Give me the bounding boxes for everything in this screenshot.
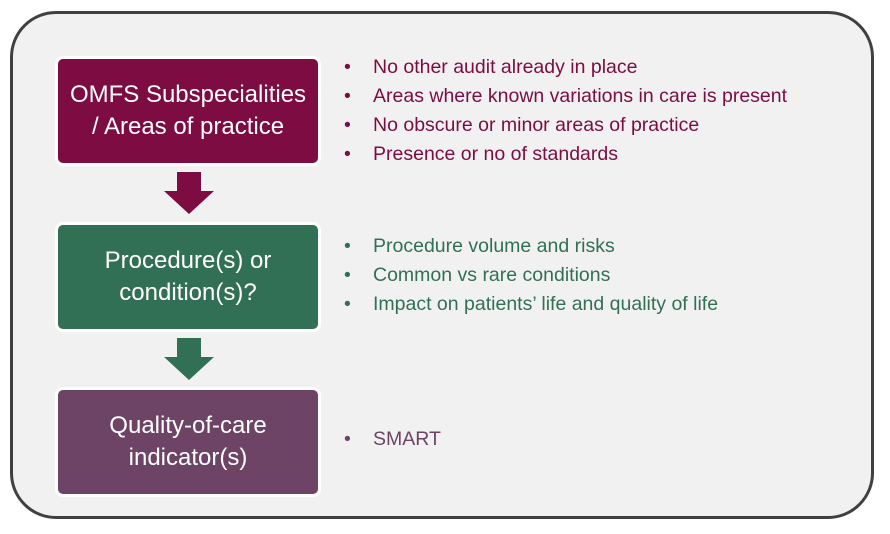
step-title-line: Procedure(s) or (104, 247, 272, 274)
step-box-quality-of-care: Quality-of-care indicator(s) (55, 387, 321, 497)
down-arrow-icon (164, 338, 214, 380)
bullet-item: Presence or no of standards (344, 140, 787, 169)
step-title-line: / Areas of practice (91, 113, 285, 140)
bullet-item: No other audit already in place (344, 53, 787, 82)
step-title-line: OMFS Subspecialities (69, 81, 307, 108)
bullet-item: SMART (344, 425, 441, 454)
bullet-item: Common vs rare conditions (344, 261, 718, 290)
step-box-procedure-condition: Procedure(s) or condition(s)? (55, 222, 321, 332)
down-arrow-icon (164, 172, 214, 214)
step-title-line: Quality-of-care (109, 412, 267, 439)
step-box-omfs-subspecialities: OMFS Subspecialities / Areas of practice (55, 56, 321, 166)
bullet-list-omfs: No other audit already in place Areas wh… (344, 53, 787, 169)
bullet-list-quality: SMART (344, 425, 441, 454)
step-title-line: indicator(s) (128, 444, 248, 471)
step-title-line: condition(s)? (119, 279, 257, 306)
bullet-item: Procedure volume and risks (344, 232, 718, 261)
bullet-item: Impact on patients’ life and quality of … (344, 290, 718, 319)
bullet-list-procedure: Procedure volume and risks Common vs rar… (344, 232, 718, 319)
bullet-item: No obscure or minor areas of practice (344, 111, 787, 140)
bullet-item: Areas where known variations in care is … (344, 82, 787, 111)
